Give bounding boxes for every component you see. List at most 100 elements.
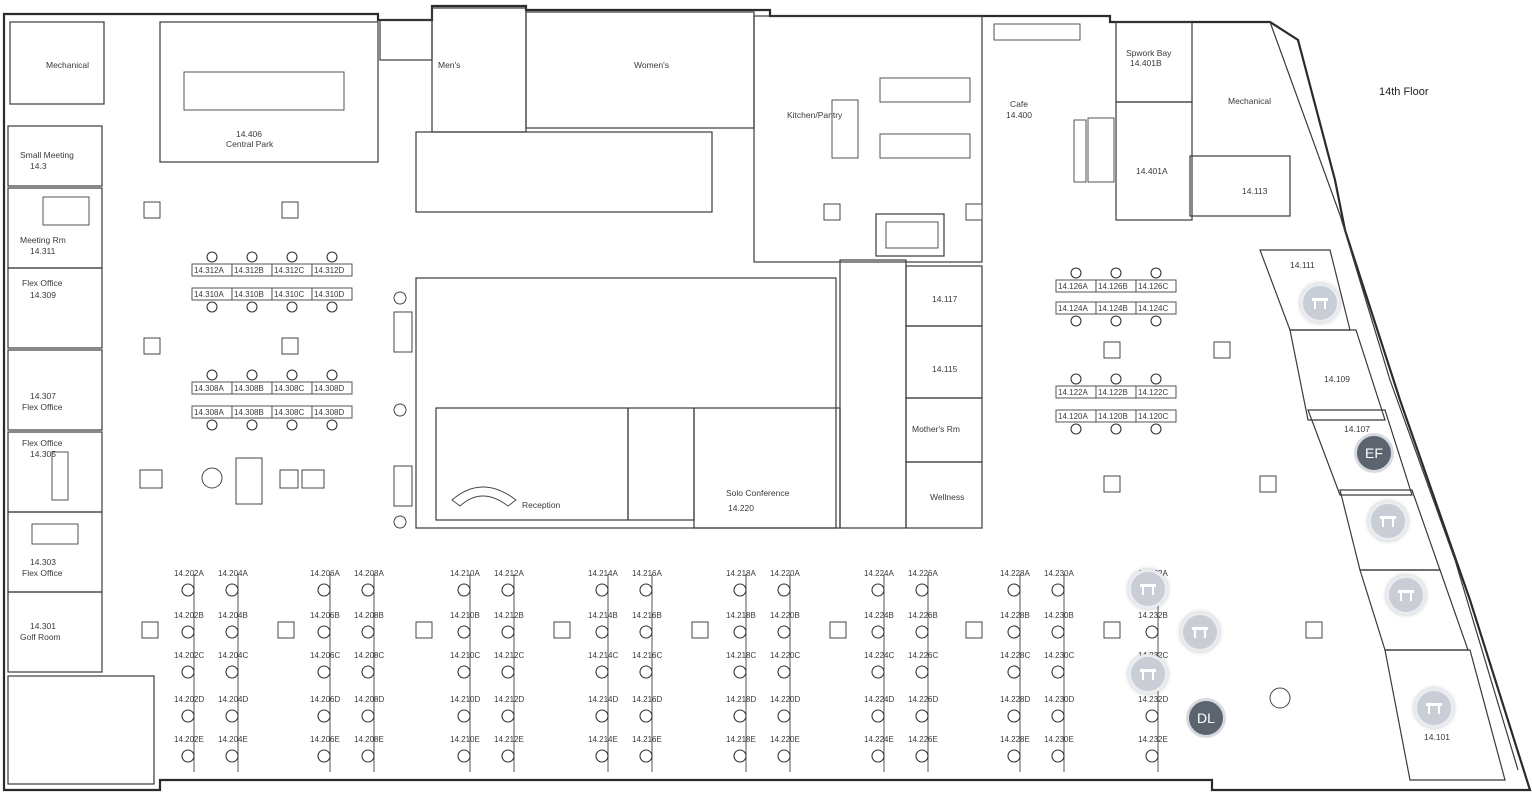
desk[interactable] [311, 381, 353, 395]
room-label-central-park-no: 14.406 [236, 129, 262, 139]
desk-label: 14.308C [274, 408, 304, 417]
room-label-flex-office-2: Flex Office [22, 402, 63, 412]
available-desk-marker[interactable] [1128, 654, 1168, 694]
desk-label: 14.210A [450, 569, 480, 578]
chair-icon [361, 625, 375, 639]
desk-label: 14.308A [194, 408, 224, 417]
chair-icon [777, 625, 791, 639]
chair-icon [457, 709, 471, 723]
room-label-14113: 14.113 [1242, 186, 1268, 196]
user-marker-ef[interactable]: EF [1354, 433, 1394, 473]
chair-icon [1150, 373, 1162, 385]
chair-icon [595, 625, 609, 639]
desk[interactable] [311, 405, 353, 419]
chair-icon [595, 583, 609, 597]
desk-label: 14.214C [588, 651, 618, 660]
desk-icon [1312, 298, 1328, 309]
available-desk-marker[interactable] [1368, 501, 1408, 541]
desk-label: 14.310D [314, 290, 344, 299]
chair-icon [1070, 373, 1082, 385]
chair-icon [361, 749, 375, 763]
desk-label: 14.228C [1000, 651, 1030, 660]
desk-label: 14.202B [174, 611, 204, 620]
chair-icon [733, 709, 747, 723]
right-offices [1259, 249, 1506, 781]
user-marker-dl[interactable]: DL [1186, 698, 1226, 738]
room-label-central-park: Central Park [226, 139, 274, 149]
desk-label: 14.310B [234, 290, 264, 299]
desk-label: 14.312C [274, 266, 304, 275]
room-label-cafe: Cafe [1010, 99, 1028, 109]
desk-label: 14.226A [908, 569, 938, 578]
desk-label: 14.308D [314, 384, 344, 393]
chair-icon [915, 625, 929, 639]
room-labels: Mechanical 14.406 Central Park Men's Wom… [20, 48, 1450, 742]
desk-label: 14.218A [726, 569, 756, 578]
desk-label: 14.216B [632, 611, 662, 620]
room-label-14401a: 14.401A [1136, 166, 1168, 176]
desk[interactable] [1135, 385, 1177, 399]
desk-label: 14.208C [354, 651, 384, 660]
desk[interactable] [1135, 409, 1177, 423]
desk-label: 14.216A [632, 569, 662, 578]
desk-label: 14.230C [1044, 651, 1074, 660]
available-desk-marker[interactable] [1180, 612, 1220, 652]
room-label-14117: 14.117 [932, 294, 958, 304]
desk-label: 14.310C [274, 290, 304, 299]
available-desk-marker[interactable] [1414, 688, 1454, 728]
desk-label: 14.228D [1000, 695, 1030, 704]
chair-icon [206, 251, 218, 263]
room-label-flex-office-1-no: 14.309 [30, 290, 56, 300]
chair-icon [777, 665, 791, 679]
desk[interactable] [1135, 279, 1177, 293]
desk-label: 14.228E [1000, 735, 1030, 744]
chair-icon [871, 583, 885, 597]
chair-icon [595, 749, 609, 763]
chair-icon [639, 749, 653, 763]
chair-icon [1070, 315, 1082, 327]
chair-icon [457, 625, 471, 639]
desk-label: 14.312A [194, 266, 224, 275]
desk-label: 14.210D [450, 695, 480, 704]
chair-icon [1070, 423, 1082, 435]
desk-label: 14.206B [310, 611, 340, 620]
chair-icon [639, 625, 653, 639]
chair-icon [1110, 267, 1122, 279]
chair-icon [1110, 373, 1122, 385]
desk[interactable] [311, 287, 353, 301]
room-label-golf-no: 14.301 [30, 621, 56, 631]
chair-icon [286, 369, 298, 381]
available-desk-marker[interactable] [1128, 569, 1168, 609]
desk[interactable] [1135, 301, 1177, 315]
chair-icon [1007, 665, 1021, 679]
desk-label: 14.216E [632, 735, 662, 744]
available-desk-marker[interactable] [1300, 283, 1340, 323]
room-label-flex-office-4: Flex Office [22, 568, 63, 578]
desk-label: 14.224E [864, 735, 894, 744]
chair-icon [777, 583, 791, 597]
chair-icon [457, 749, 471, 763]
chair-icon [915, 709, 929, 723]
chair-icon [326, 301, 338, 313]
desk-label: 14.220D [770, 695, 800, 704]
room-label-flex-office-1: Flex Office [22, 278, 63, 288]
chair-icon [181, 749, 195, 763]
chair-icon [1145, 709, 1159, 723]
desk-label: 14.312D [314, 266, 344, 275]
desk-label: 14.226C [908, 651, 938, 660]
chair-icon [326, 419, 338, 431]
chair-icon [1051, 625, 1065, 639]
chair-icon [915, 583, 929, 597]
desk[interactable] [311, 263, 353, 277]
room-label-golf: Golf Room [20, 632, 61, 642]
chair-icon [595, 709, 609, 723]
chair-icon [501, 583, 515, 597]
room-label-14101: 14.101 [1424, 732, 1450, 742]
chair-icon [1007, 583, 1021, 597]
user-initials: DL [1197, 710, 1215, 726]
chair-icon [317, 583, 331, 597]
available-desk-marker[interactable] [1386, 575, 1426, 615]
desk-label: 14.204A [218, 569, 248, 578]
chair-icon [326, 251, 338, 263]
desk-label: 14.212E [494, 735, 524, 744]
